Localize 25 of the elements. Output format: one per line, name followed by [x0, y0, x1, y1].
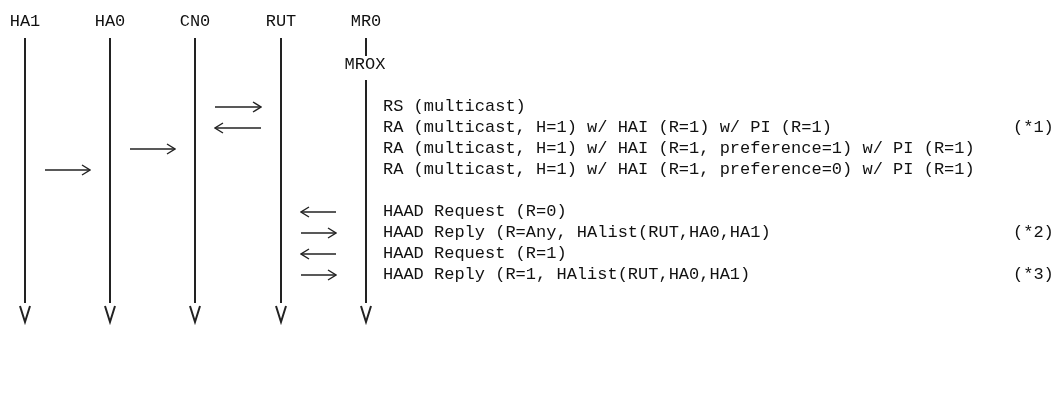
lifeline-header: RUT — [264, 12, 298, 32]
message-label: RA (multicast, H=1) w/ HAI (R=1) w/ PI (R=1) — [383, 118, 832, 138]
note-marker: (*2) — [1013, 223, 1051, 243]
lifeline-header: MR0 — [349, 12, 383, 32]
message-arrow — [300, 248, 337, 260]
message-label: RS (multicast) — [383, 97, 526, 117]
note-marker: (*1) — [1013, 118, 1051, 138]
message-arrow — [44, 164, 91, 176]
message-label: HAAD Reply (R=1, HAlist(RUT,HA0,HA1) — [383, 265, 751, 285]
message-arrow — [129, 143, 176, 155]
lifeline-header: HA1 — [8, 12, 42, 32]
message-arrow — [214, 101, 262, 113]
lifeline-note: MROX — [343, 55, 387, 75]
lifeline-header: HA0 — [93, 12, 127, 32]
note-marker: (*3) — [1013, 265, 1051, 285]
lifeline-header: CN0 — [178, 12, 212, 32]
message-label: HAAD Request (R=0) — [383, 202, 567, 222]
message-arrow — [300, 206, 337, 218]
message-label: RA (multicast, H=1) w/ HAI (R=1, preference=0) w/ PI (R=1) — [383, 160, 975, 180]
message-label: RA (multicast, H=1) w/ HAI (R=1, preference=1) w/ PI (R=1) — [383, 139, 975, 159]
message-arrow — [300, 227, 337, 239]
message-arrow — [214, 122, 262, 134]
message-label: HAAD Request (R=1) — [383, 244, 567, 264]
message-arrow — [300, 269, 337, 281]
message-label: HAAD Reply (R=Any, HAlist(RUT,HA0,HA1) — [383, 223, 771, 243]
